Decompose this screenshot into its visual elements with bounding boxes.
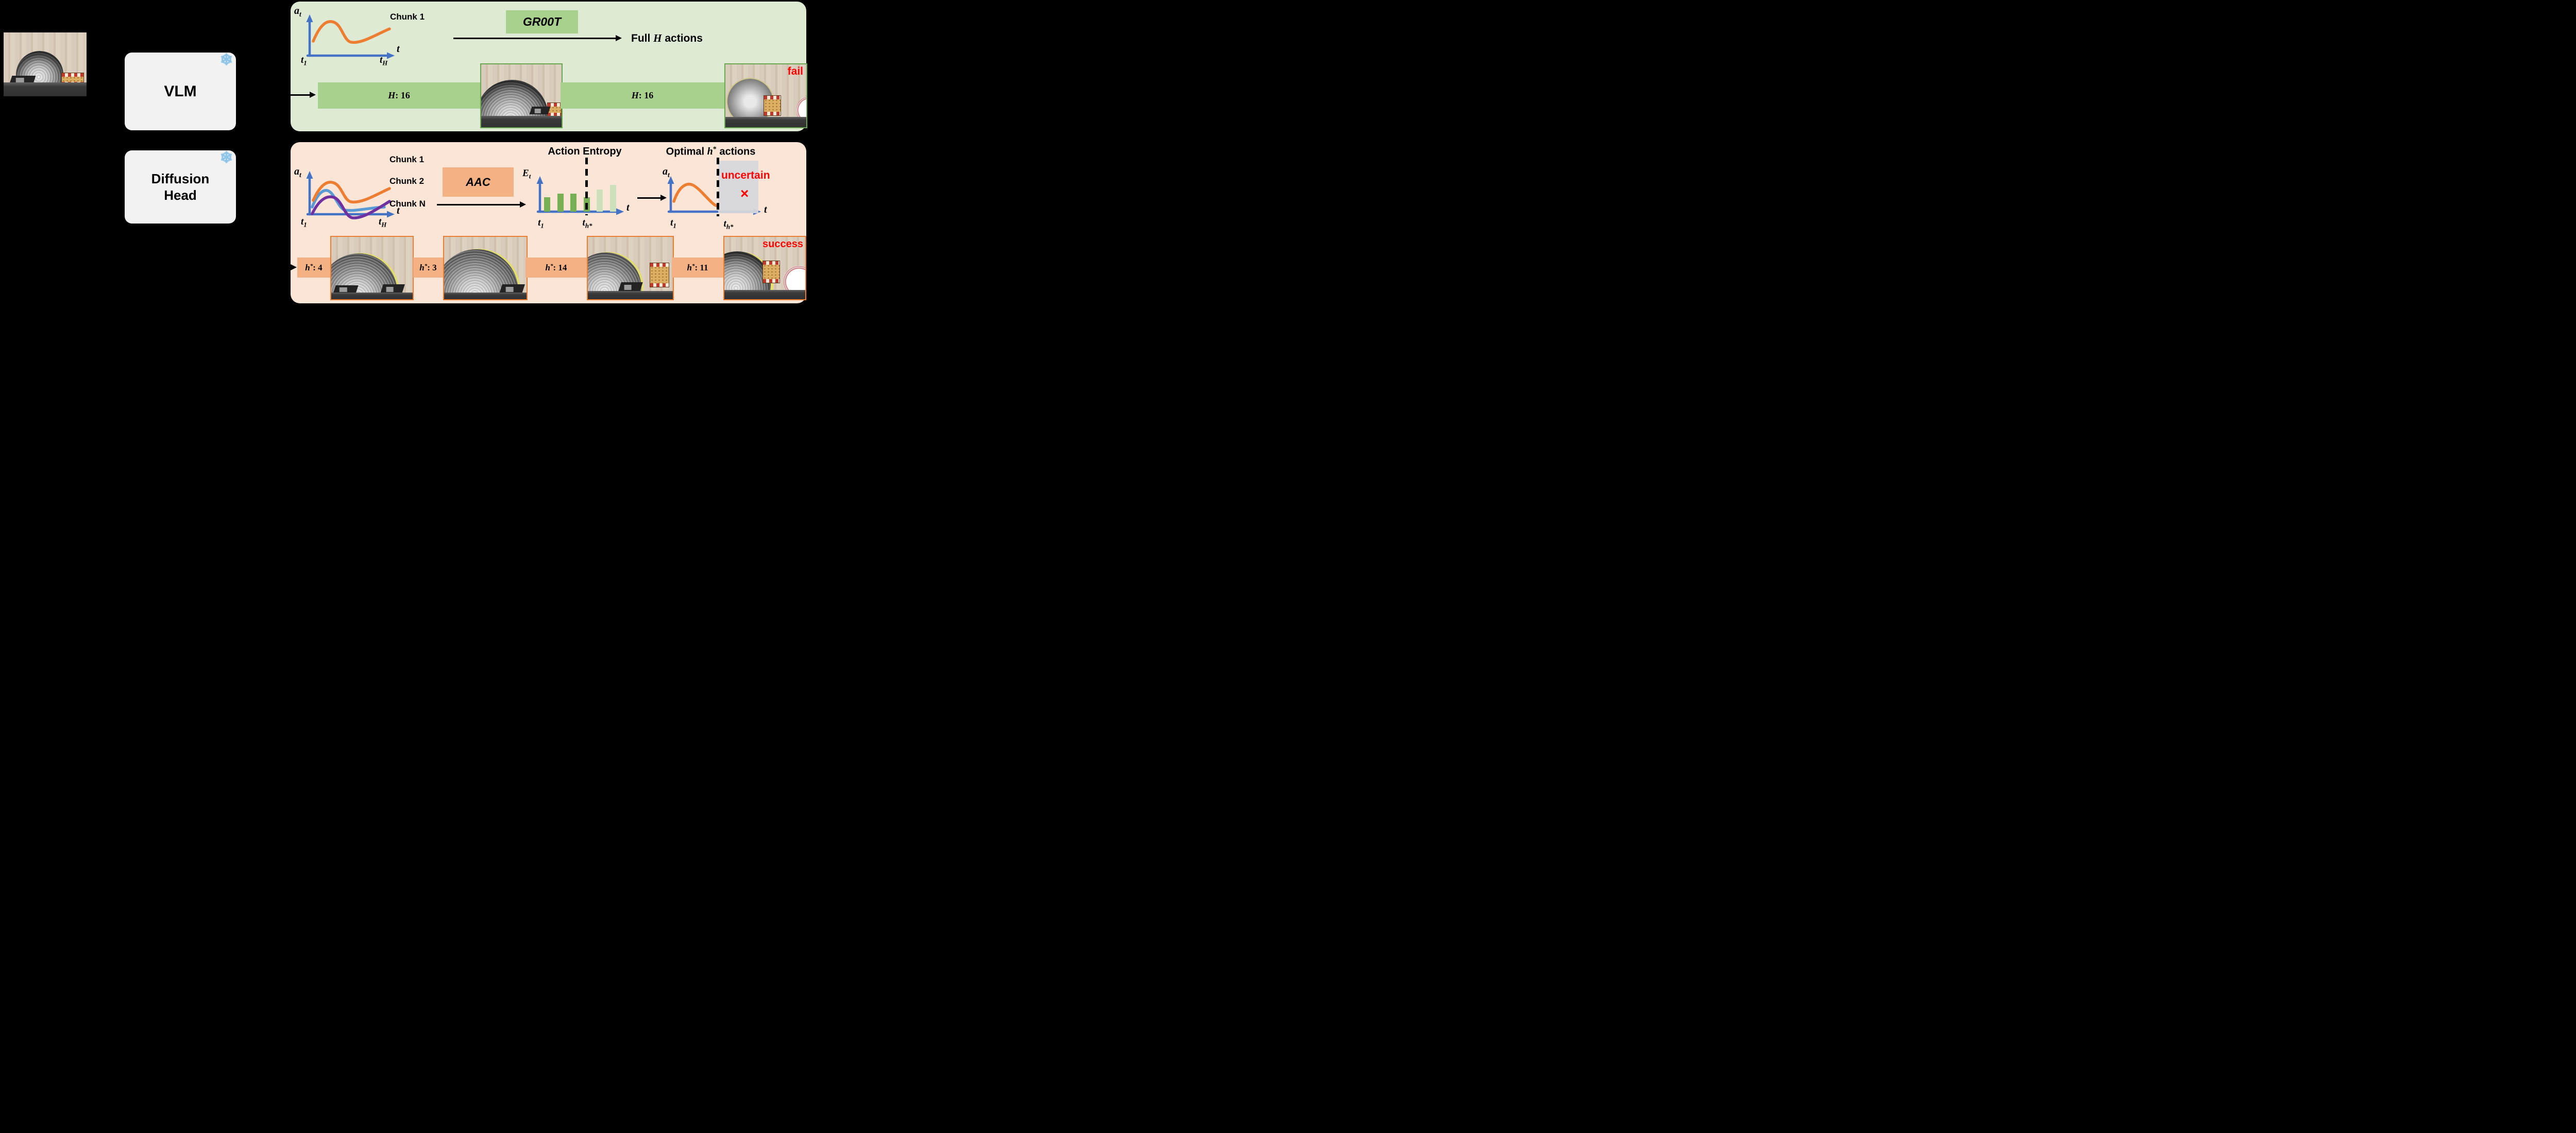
fail-label: fail [787, 65, 803, 77]
t1-label: t1 [301, 55, 307, 67]
cutoff-dashed-line [717, 158, 719, 216]
success-label: success [762, 238, 803, 250]
groot-model-box: GR00T [506, 10, 578, 33]
gripper-image [529, 107, 551, 114]
entropy-bar [570, 194, 577, 212]
chunk1-chart [306, 14, 395, 59]
snowflake-icon: ❄ [219, 149, 233, 166]
rollout-image-aac-2 [443, 236, 528, 300]
entropy-bar [544, 197, 550, 212]
entropy-th-label: th* [582, 217, 592, 230]
snowflake-icon: ❄ [219, 52, 233, 68]
chunks-chart [306, 171, 395, 219]
optimal-actions-title: Optimal h* actions [666, 146, 756, 158]
entropy-bar [597, 190, 603, 212]
chunk2-label: Chunk 2 [389, 176, 425, 186]
entropy-bar [609, 185, 616, 212]
chunk1-label: Chunk 1 [390, 12, 425, 22]
entropy-t1-label: t1 [538, 217, 544, 230]
entropy-chart [536, 176, 624, 215]
t1-label: t1 [301, 216, 307, 229]
x-axis-label: t [397, 205, 400, 216]
hstar-bar-3: h*: 14 [526, 258, 587, 278]
uncertain-region [718, 161, 758, 213]
arrow-vlm-to-chunk [247, 92, 316, 98]
cutoff-dashed-line [585, 158, 588, 215]
diffusion-head-label: Diffusion Head [151, 170, 210, 203]
arrow-diffusion-to-chunks [260, 264, 297, 270]
groot-label: GR00T [522, 15, 562, 28]
x-axis-label: t [397, 43, 400, 55]
aac-label: AAC [466, 175, 490, 188]
h16-bar-1: H: 16 [318, 82, 480, 109]
entropy-y-label: Et [522, 168, 531, 180]
diffusion-head-box: Diffusion Head ❄ [125, 150, 236, 224]
arrow-image-to-vlm [92, 78, 124, 84]
entropy-bars [544, 184, 616, 212]
hstar-bar-2: h*: 3 [413, 258, 443, 278]
chunk1-label: Chunk 1 [389, 154, 425, 164]
optimal-x-label: t [764, 204, 767, 215]
entropy-x-label: t [626, 202, 630, 213]
table-surface [4, 82, 87, 96]
arrow-groot-output [453, 35, 622, 41]
entropy-bar [557, 194, 564, 212]
hstar-bar-4: h*: 11 [672, 258, 723, 278]
tH-label: tH [380, 55, 388, 67]
vlm-box: VLM ❄ [125, 53, 236, 130]
arrow-chunks-to-entropy [437, 201, 526, 208]
hstar-bar-1: h*: 4 [297, 258, 330, 278]
y-axis-label: at [294, 5, 301, 18]
cookie-box-image [764, 95, 781, 116]
cross-icon: × [740, 185, 749, 201]
tH-label: tH [379, 216, 387, 229]
full-h-actions-label: Full H actions [631, 32, 703, 44]
rollout-image-aac-1 [330, 236, 414, 300]
gripper-image [618, 282, 643, 291]
action-entropy-title: Action Entropy [548, 146, 622, 157]
cookie-box-image [650, 263, 669, 287]
h16-bar-2: H: 16 [561, 82, 724, 109]
rollout-image-aac-success: success [723, 236, 806, 300]
input-observation-image [4, 32, 87, 96]
optimal-t1-label: t1 [670, 217, 676, 230]
uncertain-label: uncertain [721, 169, 770, 181]
figure-canvas: VLM ❄ Diffusion Head ❄ at t t1 tH Chunk … [0, 0, 808, 306]
cookie-box-image [762, 261, 780, 283]
rollout-image-groot-fail: fail [724, 63, 807, 128]
cookie-box-image [547, 102, 562, 117]
y-axis-label: at [294, 166, 301, 179]
aac-model-box: AAC [443, 167, 514, 197]
vlm-label: VLM [164, 82, 197, 100]
optimal-y-label: at [663, 166, 670, 179]
optimal-th-label: th* [723, 218, 734, 231]
arrow-entropy-to-optimal [637, 195, 667, 201]
rollout-image-groot-1 [480, 63, 563, 128]
chunkN-label: Chunk N [389, 199, 426, 209]
rollout-image-aac-3 [587, 236, 674, 300]
